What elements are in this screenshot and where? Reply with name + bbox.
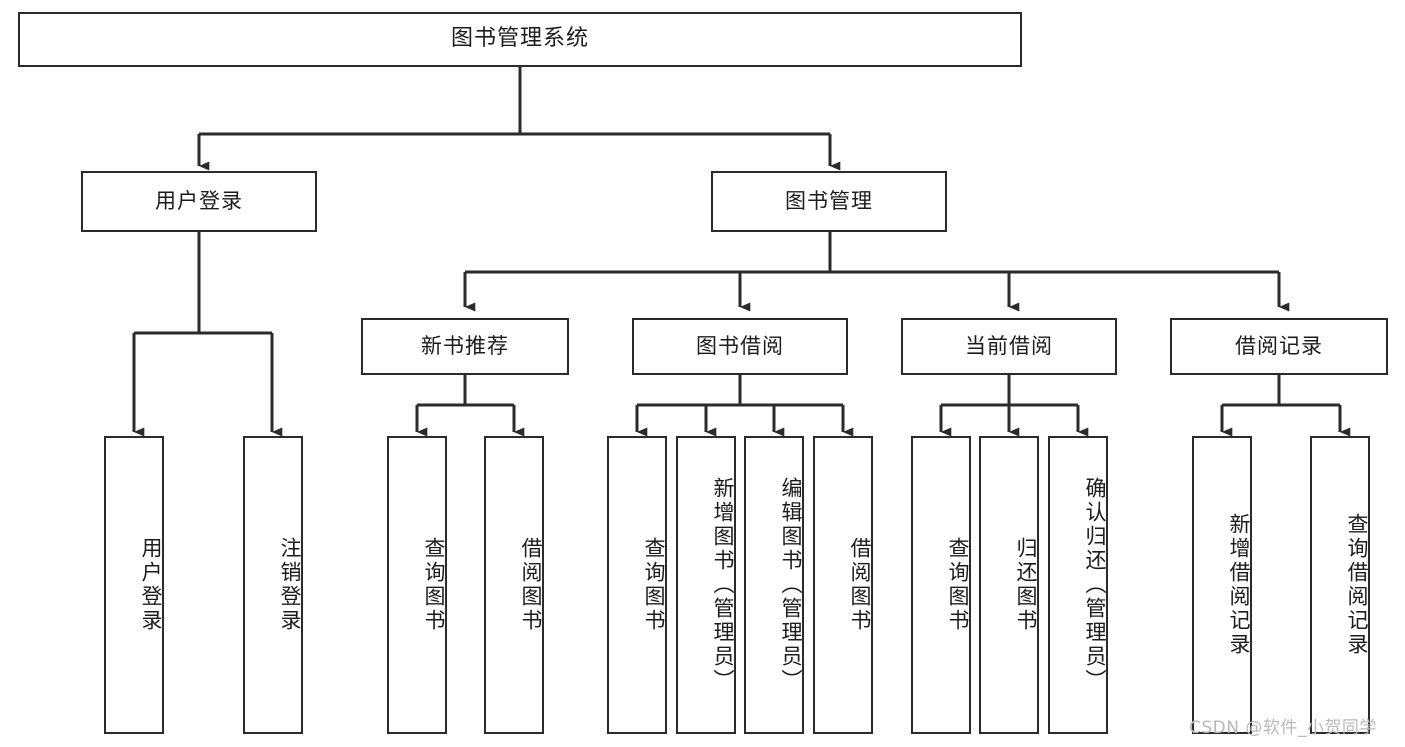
node-leaf-add-book[interactable]: 新增图书（管理员） (676, 436, 736, 734)
node-label: 当前借阅 (965, 333, 1053, 358)
node-leaf-query-book-current[interactable]: 查询图书 (911, 436, 971, 734)
node-label: 用户登录 (155, 188, 243, 213)
node-leaf-confirm-return[interactable]: 确认归还（管理员） (1048, 436, 1108, 734)
node-label: 注销登录 (278, 537, 302, 633)
node-label: 新书推荐 (421, 333, 509, 358)
node-leaf-user-login[interactable]: 用户登录 (104, 436, 164, 734)
node-root-book-management-system[interactable]: 图书管理系统 (18, 12, 1022, 67)
edges-user-login-to-leaves (132, 232, 283, 437)
node-label: 借阅图书 (519, 537, 543, 633)
node-label: 图书借阅 (696, 333, 784, 358)
node-leaf-borrow-book[interactable]: 借阅图书 (813, 436, 873, 734)
edges-book-manage-to-level3 (463, 232, 1290, 312)
edges-borrow-record-to-leaves (1220, 375, 1351, 437)
node-leaf-query-book-recommend[interactable]: 查询图书 (387, 436, 447, 734)
node-leaf-logout-login[interactable]: 注销登录 (243, 436, 303, 734)
edges-new-book-to-leaves (415, 375, 525, 437)
node-book-borrow[interactable]: 图书借阅 (632, 318, 848, 375)
node-label: 图书管理 (785, 188, 873, 213)
node-leaf-borrow-book-recommend[interactable]: 借阅图书 (484, 436, 544, 734)
node-label: 借阅图书 (848, 537, 872, 633)
node-label: 新增借阅记录 (1227, 513, 1251, 657)
node-label: 查询图书 (946, 537, 970, 633)
node-label: 图书管理系统 (450, 26, 589, 52)
node-current-borrow[interactable]: 当前借阅 (901, 318, 1117, 375)
node-label: 查询图书 (642, 537, 666, 633)
node-label: 归还图书 (1014, 537, 1038, 633)
node-leaf-add-borrow-record[interactable]: 新增借阅记录 (1192, 436, 1252, 734)
node-leaf-query-book-borrow[interactable]: 查询图书 (607, 436, 667, 734)
node-book-management[interactable]: 图书管理 (711, 171, 947, 232)
node-new-book-recommend[interactable]: 新书推荐 (361, 318, 569, 375)
edges-root-to-level2 (197, 67, 841, 171)
node-leaf-return-book[interactable]: 归还图书 (979, 436, 1039, 734)
edges-book-borrow-to-leaves (635, 375, 854, 437)
watermark-text: CSDN @软件_小贺同学 (1189, 718, 1377, 738)
node-label: 确认归还（管理员） (1083, 477, 1107, 693)
node-user-login[interactable]: 用户登录 (81, 171, 317, 232)
node-label: 查询借阅记录 (1345, 513, 1369, 657)
node-label: 借阅记录 (1235, 333, 1323, 358)
edges-current-borrow-to-leaves (939, 375, 1089, 437)
node-borrow-record[interactable]: 借阅记录 (1170, 318, 1388, 375)
node-leaf-query-borrow-record[interactable]: 查询借阅记录 (1310, 436, 1370, 734)
node-label: 用户登录 (139, 537, 163, 633)
node-label: 新增图书（管理员） (711, 477, 735, 693)
node-label: 查询图书 (422, 537, 446, 633)
node-leaf-edit-book[interactable]: 编辑图书（管理员） (744, 436, 804, 734)
node-label: 编辑图书（管理员） (779, 477, 803, 693)
